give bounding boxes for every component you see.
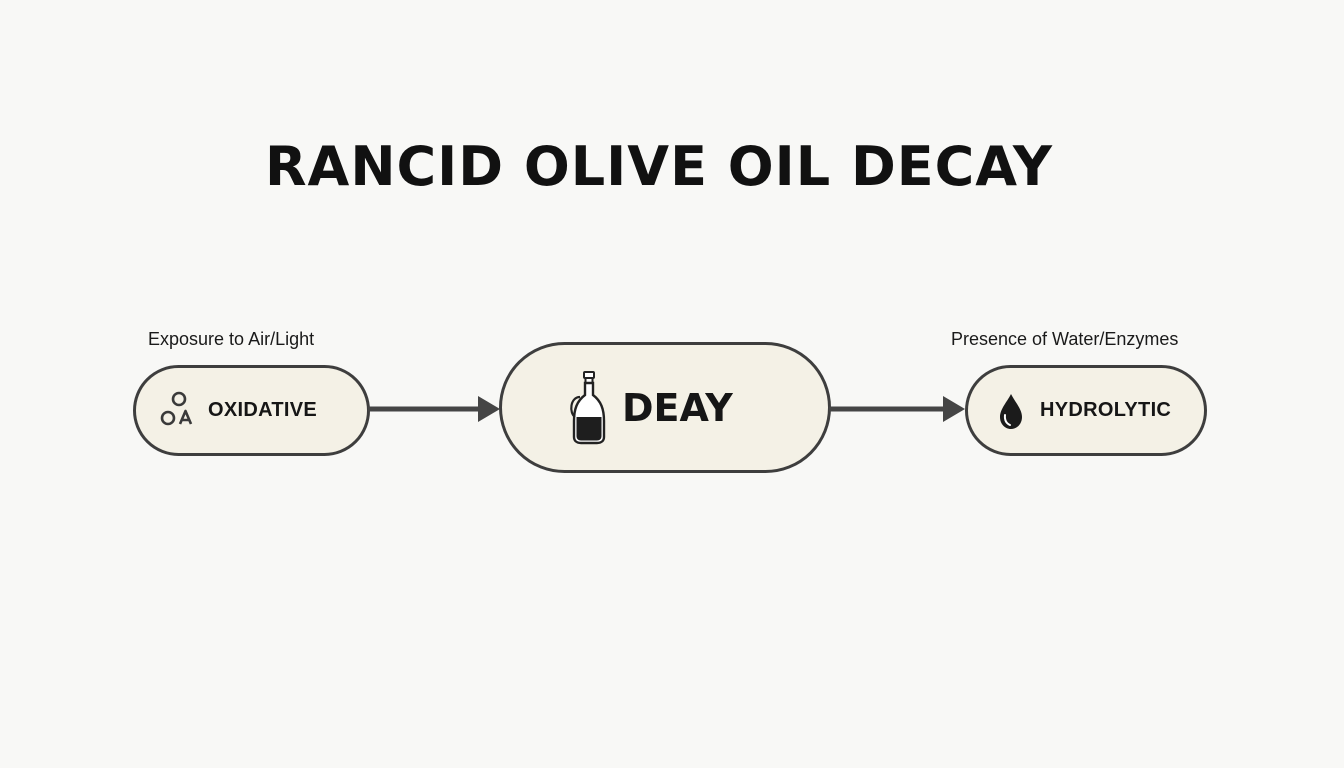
oxidative-node: OXIDATIVE bbox=[133, 365, 370, 456]
water-drop-icon bbox=[1000, 393, 1022, 429]
oxidative-caption: Exposure to Air/Light bbox=[148, 329, 315, 349]
hydrolytic-node: HYDROLYTIC bbox=[965, 365, 1207, 456]
arrow-oxidative-to-decay bbox=[368, 396, 500, 422]
hydrolytic-label: HYDROLYTIC bbox=[1040, 399, 1172, 421]
arrow-decay-to-hydrolytic bbox=[829, 396, 965, 422]
oxidative-label: OXIDATIVE bbox=[208, 399, 318, 421]
hydrolytic-caption: Presence of Water/Enzymes bbox=[951, 329, 1179, 349]
decay-label: DEAY bbox=[622, 385, 733, 430]
molecules-icon bbox=[160, 391, 193, 425]
oil-bottle-icon bbox=[570, 370, 606, 444]
diagram-title: RANCID OLIVE OIL DECAY bbox=[264, 135, 1054, 198]
decay-node: DEAY bbox=[499, 342, 831, 473]
